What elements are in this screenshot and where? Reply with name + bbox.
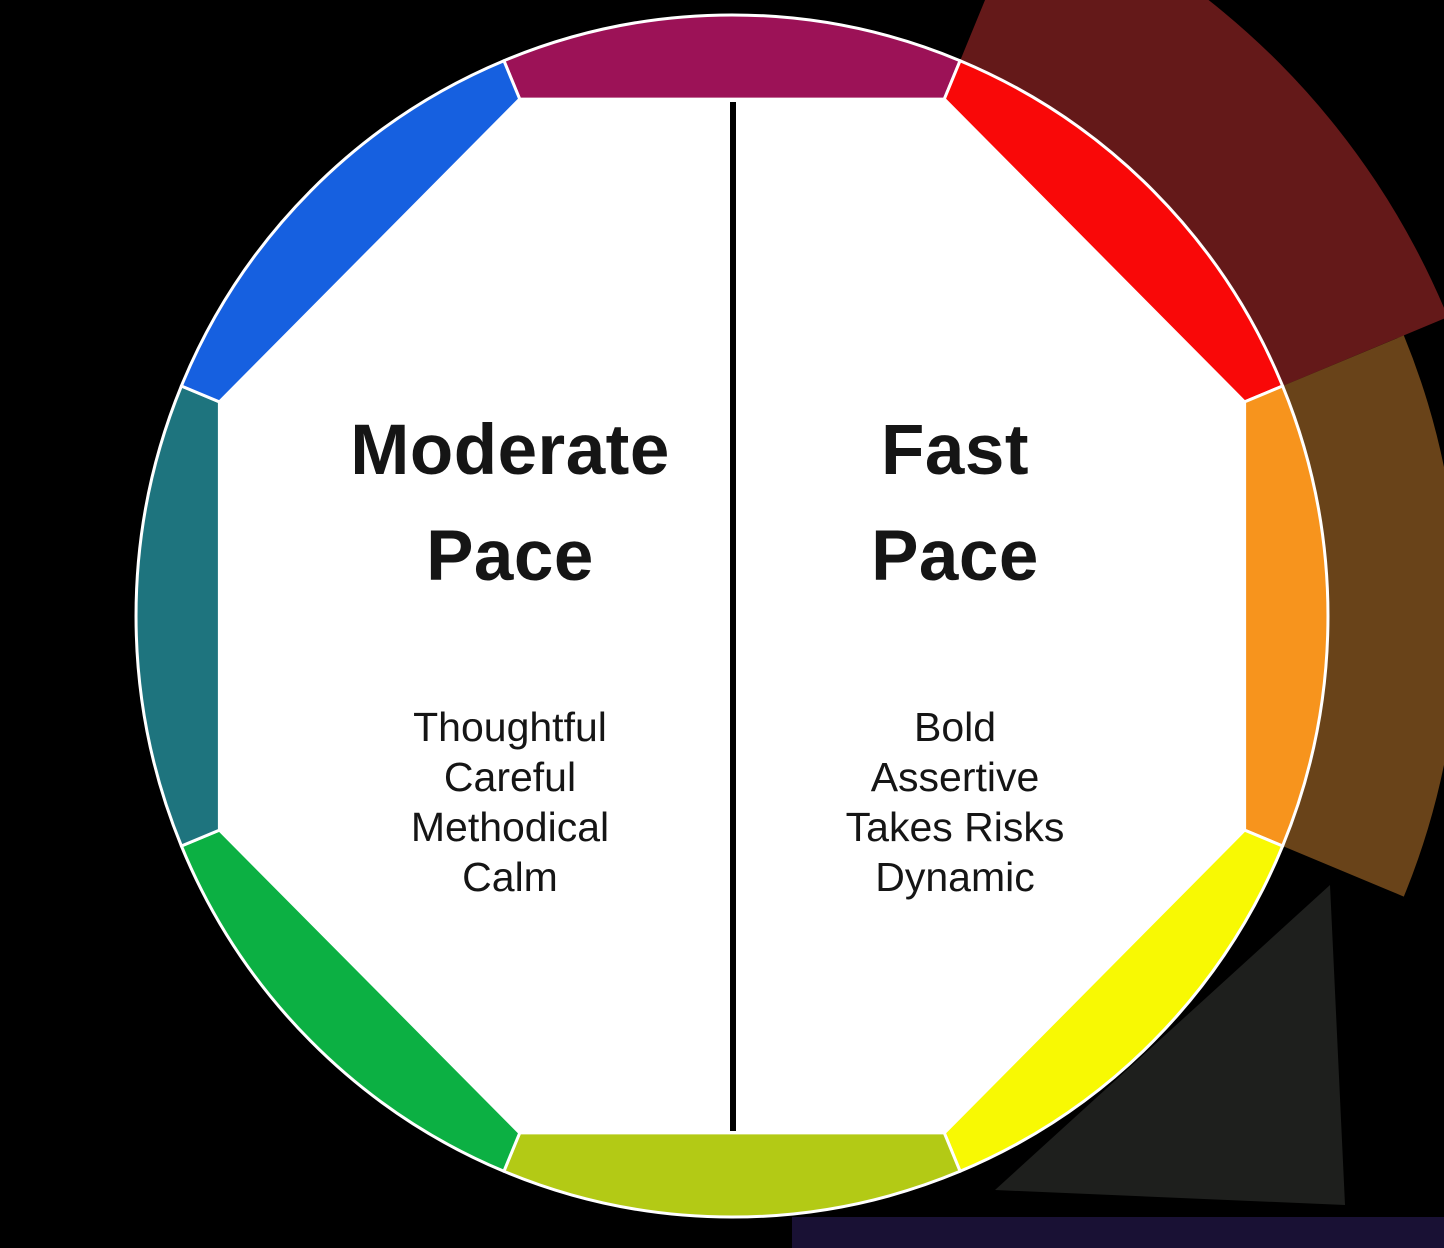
segment-right-orange — [1243, 384, 1330, 848]
bottomright-smudge-artifact — [995, 885, 1345, 1205]
trait-label: Calm — [462, 854, 558, 900]
moderate-pace-title-line2: Pace — [426, 517, 594, 596]
trait-label: Dynamic — [875, 854, 1035, 900]
trait-label: Bold — [913, 704, 997, 750]
divider-line — [730, 102, 736, 1131]
trait-label: Careful — [443, 754, 577, 800]
segment-left-teal — [134, 384, 221, 848]
fast-pace-title-line2: Pace — [871, 517, 1039, 596]
moderate-pace-title: Moderate Pace — [260, 398, 760, 610]
trait-label: Takes Risks — [845, 804, 1065, 850]
bottom-navy-bar-artifact — [792, 1217, 1444, 1248]
segment-top-magenta — [502, 13, 962, 101]
segment-topright-red — [942, 59, 1285, 404]
segment-topright-red-glow — [960, 0, 1444, 386]
trait-label: Assertive — [870, 754, 1040, 800]
segment-bottomleft-green — [179, 828, 522, 1173]
segment-topleft-blue — [179, 59, 522, 404]
segment-right-orange-glow — [1282, 335, 1444, 897]
moderate-pace-traits: Thoughtful Careful Methodical Calm — [285, 702, 735, 902]
segment-bottomright-yellow — [942, 828, 1285, 1173]
fast-pace-traits: Bold Assertive Takes Risks Dynamic — [730, 702, 1180, 902]
fast-pace-title: Fast Pace — [705, 398, 1205, 610]
segment-bottom-lime — [502, 1131, 962, 1219]
trait-label: Thoughtful — [413, 704, 607, 750]
trait-label: Methodical — [410, 804, 610, 850]
fast-pace-title-line1: Fast — [881, 411, 1029, 490]
moderate-pace-title-line1: Moderate — [350, 411, 670, 490]
